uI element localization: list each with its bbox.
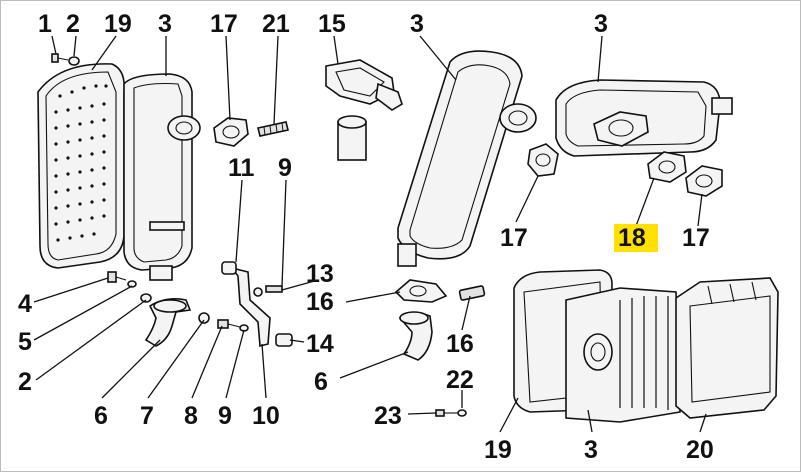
callout-1: 1 xyxy=(38,10,52,38)
callout-16: 16 xyxy=(306,288,334,316)
callout-17-b: 17 xyxy=(500,224,528,252)
callout-4: 4 xyxy=(18,290,32,318)
stud-part xyxy=(257,121,289,137)
callout-7: 7 xyxy=(140,402,154,430)
callout-3-right: 3 xyxy=(594,10,608,38)
callout-10: 10 xyxy=(252,402,280,430)
gasket-part xyxy=(213,117,249,147)
flange-part xyxy=(394,279,448,303)
callout-23: 23 xyxy=(374,402,402,430)
heat-shield-cover-part xyxy=(675,277,779,419)
callout-16-b: 16 xyxy=(446,330,474,358)
callout-2-b: 2 xyxy=(18,368,32,396)
clip-part xyxy=(458,285,486,301)
muffler-body-part xyxy=(565,287,681,423)
elbow-part-b xyxy=(398,311,433,361)
callout-21: 21 xyxy=(262,10,290,38)
heat-shield-part xyxy=(37,63,126,269)
callout-3: 3 xyxy=(158,10,172,38)
callout-20: 20 xyxy=(686,436,714,464)
bolt-part xyxy=(107,271,152,303)
callout-labels: 1 2 19 3 17 21 15 3 3 11 9 13 16 14 17 1… xyxy=(18,10,714,464)
callout-8: 8 xyxy=(184,402,198,430)
gasket-part-b xyxy=(527,143,559,177)
callout-13: 13 xyxy=(306,260,334,288)
gasket-highlighted-part xyxy=(647,151,687,183)
leader-lines xyxy=(33,35,707,433)
callout-19: 19 xyxy=(104,10,132,38)
callout-17-c: 17 xyxy=(682,224,710,252)
callout-6: 6 xyxy=(94,402,108,430)
highlight-box xyxy=(614,224,658,252)
callout-15: 15 xyxy=(318,10,346,38)
bracket-part xyxy=(221,261,293,348)
muffler-horizontal-part xyxy=(555,79,733,157)
callout-11: 11 xyxy=(228,154,255,182)
spark-arrester-part xyxy=(325,59,403,161)
callout-22: 22 xyxy=(446,366,474,394)
small-screw-part xyxy=(435,409,467,417)
callout-19-b: 19 xyxy=(484,436,512,464)
callout-18-highlighted: 18 xyxy=(618,224,646,252)
elbow-part xyxy=(144,298,249,347)
callout-2: 2 xyxy=(66,10,80,38)
callout-9-b: 9 xyxy=(218,402,232,430)
callout-5: 5 xyxy=(18,328,32,356)
callout-3-d: 3 xyxy=(584,436,598,464)
muffler-part xyxy=(123,73,201,281)
callout-9: 9 xyxy=(278,154,292,182)
callout-14: 14 xyxy=(306,330,334,358)
gasket-part-c xyxy=(685,165,723,197)
callout-17: 17 xyxy=(210,10,238,38)
muffler-long-part xyxy=(397,50,537,267)
screw-part xyxy=(51,53,80,66)
callout-6-b: 6 xyxy=(314,368,328,396)
callout-3-center: 3 xyxy=(410,10,424,38)
